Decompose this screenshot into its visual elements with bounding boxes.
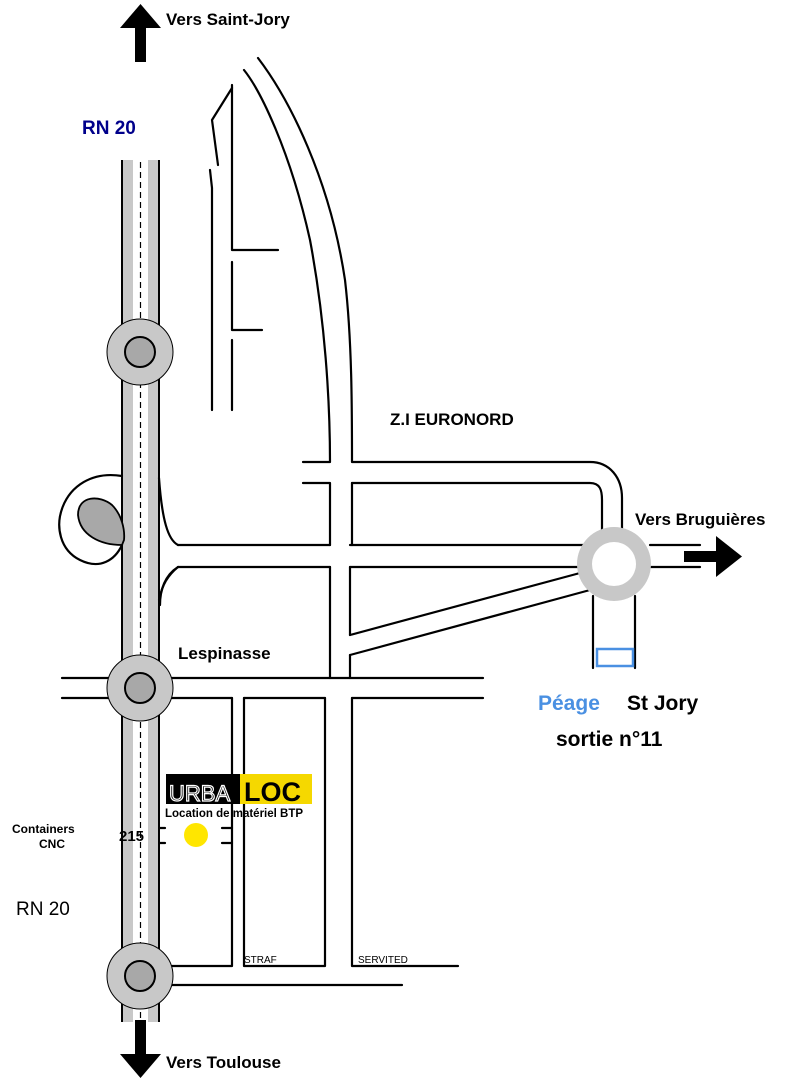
arrow-east-icon xyxy=(684,536,742,577)
road-label-bottom: RN 20 xyxy=(16,899,70,920)
logo-loc-text: LOC xyxy=(244,777,301,807)
direction-north-label: Vers Saint-Jory xyxy=(166,10,290,29)
street-number: 215 xyxy=(119,828,144,845)
direction-east-label: Vers Bruguières xyxy=(635,510,765,529)
road-label-top: RN 20 xyxy=(82,118,136,139)
roundabout-lespinasse xyxy=(106,654,174,722)
rn20-highway xyxy=(121,160,160,1022)
direction-south-label: Vers Toulouse xyxy=(166,1053,281,1072)
toll-booth xyxy=(595,647,635,668)
location-marker xyxy=(184,823,208,847)
roundabout-south xyxy=(106,942,174,1010)
roundabout-peage xyxy=(577,527,651,601)
logo-tagline: Location de matériel BTP xyxy=(165,808,303,820)
business-servited: SERVITED xyxy=(358,955,408,966)
toll-place: St Jory xyxy=(627,692,699,715)
euronord-roads xyxy=(60,56,702,987)
exit-label: sortie n°11 xyxy=(556,728,663,751)
toll-word: Péage xyxy=(538,692,600,715)
containers-line1: Containers xyxy=(12,822,75,836)
zone-label: Z.I EURONORD xyxy=(390,410,514,429)
town-label: Lespinasse xyxy=(178,644,271,663)
arrow-north-icon xyxy=(120,4,161,62)
arrow-south-icon xyxy=(120,1020,161,1078)
containers-line2: CNC xyxy=(39,837,65,851)
loop-interchange xyxy=(58,473,180,602)
roundabout-north xyxy=(106,318,174,386)
logo-urba-text: URBA xyxy=(169,781,230,806)
business-straf: STRAF xyxy=(244,955,277,966)
urbaloc-logo: URBA LOC Location de matériel BTP xyxy=(165,774,312,820)
